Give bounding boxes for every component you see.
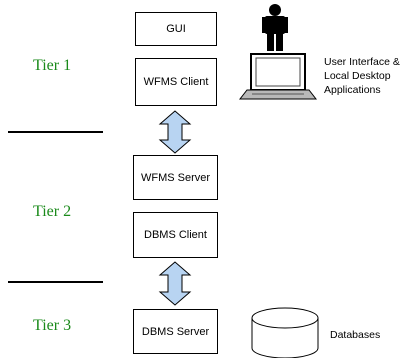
ui-label-line-2: Local Desktop [324, 70, 391, 82]
tier-2-label: Tier 2 [33, 203, 72, 220]
wfms-client-box: WFMS Client [135, 58, 217, 106]
dbms-client-box: DBMS Client [133, 212, 218, 258]
ui-label-line-3: Applications [324, 84, 381, 96]
dbms-server-box: DBMS Server [133, 309, 218, 354]
tier-3-label: Tier 3 [33, 317, 72, 334]
databases-label: Databases [330, 329, 381, 341]
ui-label-line-1: User Interface & [324, 56, 400, 68]
tier-1-label: Tier 1 [33, 57, 72, 74]
tier-divider-2 [8, 281, 103, 283]
wfms-server-box: WFMS Server [133, 155, 218, 200]
tier-divider-1 [8, 131, 103, 133]
gui-box: GUI [135, 12, 217, 46]
